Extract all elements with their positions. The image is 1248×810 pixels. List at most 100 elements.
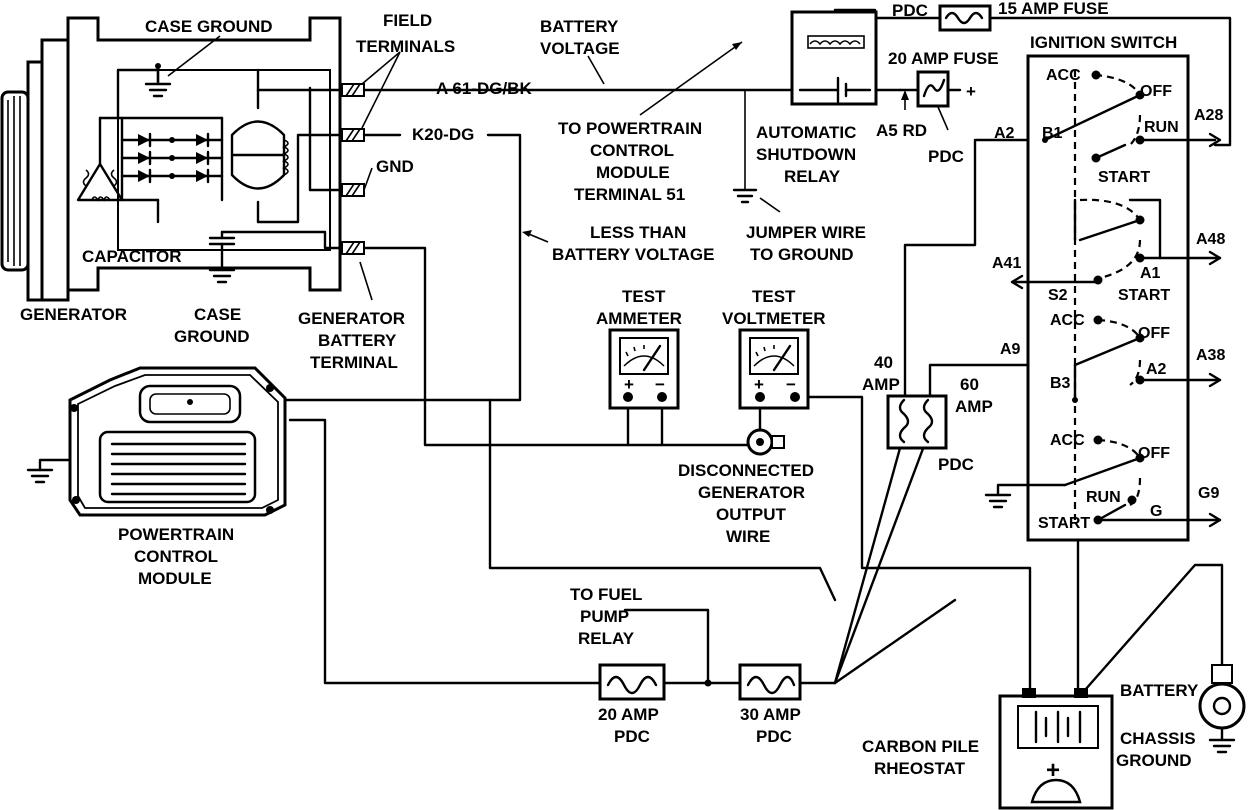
test-ammeter [608, 328, 680, 410]
label-pcm-2: CONTROL [134, 547, 218, 566]
label-field-2: TERMINALS [356, 37, 455, 56]
ign-a9: A9 [1000, 341, 1021, 358]
ign-acc-2: ACC [1050, 312, 1085, 329]
label-asd-3: RELAY [784, 167, 841, 186]
label-40amp-1: 40 [874, 353, 893, 372]
label-15amp-fuse: 15 AMP FUSE [998, 0, 1109, 18]
label-case-ground-top: CASE GROUND [145, 17, 273, 36]
ign-run-1: RUN [1144, 119, 1179, 136]
rotor-coil [230, 88, 289, 224]
asd-relay [790, 10, 878, 106]
ign-off-2: OFF [1138, 325, 1170, 342]
label-test-voltmeter-1: TEST [752, 287, 796, 306]
ign-a2-mid: A2 [1146, 361, 1167, 378]
ign-b1: B1 [1042, 125, 1063, 142]
label-to-pcm-2: CONTROL [590, 141, 674, 160]
label-f30-2: PDC [756, 727, 792, 746]
ign-s2: S2 [1048, 287, 1068, 304]
label-disc-2: GENERATOR [698, 483, 805, 502]
label-test-voltmeter-2: VOLTMETER [722, 309, 826, 328]
label-carbon-1: CARBON PILE [862, 737, 979, 756]
carbon-pile-rheostat [998, 688, 1114, 810]
label-pdc-top: PDC [892, 1, 928, 20]
label-f20-2: PDC [614, 727, 650, 746]
label-f20-1: 20 AMP [598, 705, 659, 724]
ign-g: G [1150, 503, 1162, 520]
label-battery: BATTERY [1120, 681, 1199, 700]
label-test-ammeter-2: AMMETER [596, 309, 682, 328]
label-to-pcm-4: TERMINAL 51 [574, 185, 685, 204]
generator-pulley [0, 38, 70, 302]
label-asd-2: SHUTDOWN [756, 145, 856, 164]
label-case-ground-1: CASE [194, 305, 241, 324]
battery-symbol [1198, 664, 1246, 754]
test-voltmeter [738, 328, 810, 410]
label-a5rd: A5 RD [876, 121, 927, 140]
ign-start-2: START [1118, 287, 1170, 304]
ign-off-1: OFF [1140, 83, 1172, 100]
ign-a41: A41 [992, 255, 1021, 272]
label-battery-voltage-1: BATTERY [540, 17, 619, 36]
label-chassis-2: GROUND [1116, 751, 1192, 770]
label-capacitor: CAPACITOR [82, 247, 182, 266]
label-battery-plus: + [1046, 757, 1060, 784]
label-pcm-3: MODULE [138, 569, 212, 588]
pcm-module [26, 366, 287, 517]
label-chassis-1: CHASSIS [1120, 729, 1196, 748]
ign-acc-3: ACC [1050, 432, 1085, 449]
ign-start-1: START [1098, 169, 1150, 186]
label-ammeter-minus: − [655, 375, 665, 394]
label-jumper-1: JUMPER WIRE [746, 223, 866, 242]
generator [0, 16, 365, 302]
label-fuel-1: TO FUEL [570, 585, 642, 604]
generator-inner-frame [117, 69, 331, 251]
case-ground-symbol-top [144, 35, 221, 98]
ignition-switch [984, 54, 1222, 542]
label-jumper-2: TO GROUND [750, 245, 854, 264]
label-gen-batt-3: TERMINAL [310, 353, 398, 372]
fuse-20amp-bottom [598, 663, 666, 701]
label-pcm-1: POWERTRAIN [118, 525, 234, 544]
ign-a2-top: A2 [994, 125, 1015, 142]
label-disc-3: OUTPUT [716, 505, 787, 524]
label-gen-batt-1: GENERATOR [298, 309, 405, 328]
rectifier-diodes [98, 116, 224, 202]
fuse-15amp [938, 4, 992, 32]
label-40amp-2: AMP [862, 375, 900, 394]
label-field-1: FIELD [383, 11, 432, 30]
label-to-pcm-3: MODULE [596, 163, 670, 182]
label-case-ground-2: GROUND [174, 327, 250, 346]
label-less-than-2: BATTERY VOLTAGE [552, 245, 714, 264]
fuse-30amp-bottom [738, 663, 802, 701]
label-60amp-2: AMP [955, 397, 993, 416]
label-fuel-3: RELAY [578, 629, 635, 648]
label-disc-4: WIRE [726, 527, 770, 546]
label-f30-1: 30 AMP [740, 705, 801, 724]
label-ignition-switch: IGNITION SWITCH [1030, 33, 1177, 52]
label-ammeter-plus: + [624, 375, 634, 394]
disconnected-output-wire [746, 428, 785, 456]
ign-b3: B3 [1050, 375, 1071, 392]
ign-a28: A28 [1194, 107, 1223, 124]
label-voltmeter-plus: + [754, 375, 764, 394]
ign-off-3: OFF [1138, 445, 1170, 462]
fuse-40-60-amp [886, 394, 948, 450]
label-generator: GENERATOR [20, 305, 127, 324]
fuse-20amp-top [916, 70, 950, 108]
label-gnd: GND [376, 157, 414, 176]
generator-terminals [341, 83, 365, 255]
label-k20: K20-DG [412, 125, 474, 144]
label-plus: + [966, 82, 976, 101]
ign-acc-1: ACC [1046, 67, 1081, 84]
label-gen-batt-2: BATTERY [318, 331, 397, 350]
label-carbon-2: RHEOSTAT [874, 759, 966, 778]
label-pdc-right: PDC [938, 455, 974, 474]
label-20amp-fuse-top: 20 AMP FUSE [888, 49, 999, 68]
label-a61: A 61-DG/BK [436, 79, 532, 98]
labels: CASE GROUND FIELD TERMINALS BATTERY VOLT… [20, 0, 1199, 784]
label-less-than-1: LESS THAN [590, 223, 686, 242]
capacitor-symbol [208, 230, 236, 284]
ign-a38: A38 [1196, 347, 1225, 364]
